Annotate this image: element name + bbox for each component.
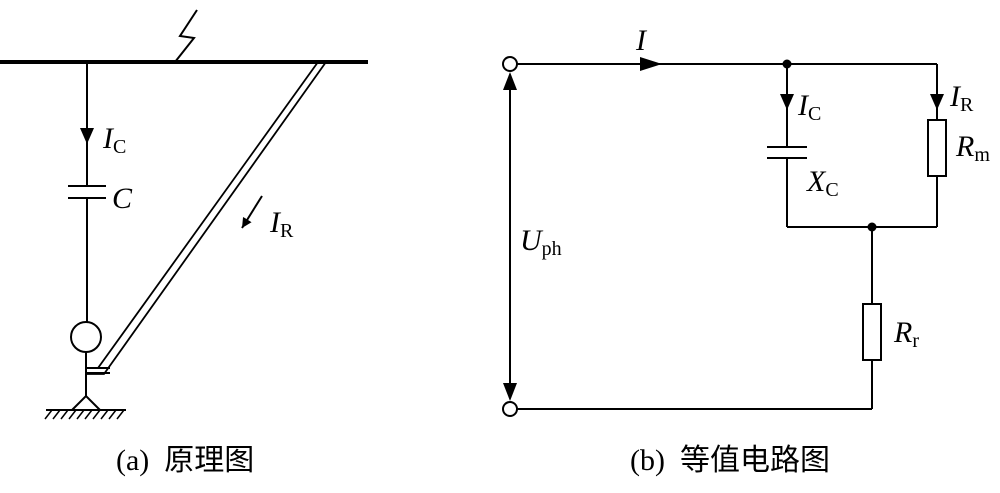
lightning-icon [174,9,198,63]
current-r-arrow [241,195,263,229]
current-c-arrow [80,128,94,144]
label-branch-current-c: IC [797,89,821,125]
voltage-arrow-down [503,383,517,401]
branch-current-c-arrow [780,94,794,110]
person-head [70,321,102,353]
label-current-r: IR [269,206,294,242]
resistor-rm [927,119,947,177]
current-total-arrow [640,57,662,71]
ground-triangle [71,394,101,411]
diagonal-conductor [86,61,327,375]
voltage-arrow-up [503,72,517,90]
terminal-bottom [502,401,518,417]
junction-dot-top [782,59,792,69]
caption-b: (b) 等值电路图 [630,444,830,477]
ground-hatch [44,409,125,420]
label-branch-current-r: IR [949,80,974,116]
label-capacitor: C [112,182,133,215]
equivalent-circuit: I IC IR XC Rm Rr Uph (b) 等值电路图 [502,24,990,477]
principle-diagram: IC C IR (a) 原理图 [0,9,368,477]
label-resistance-r: Rr [893,316,919,352]
label-current-c: IC [102,122,126,158]
caption-a: (a) 原理图 [116,444,254,477]
label-current-total: I [635,24,648,57]
label-reactance: XC [806,165,839,201]
label-resistance-m: Rm [955,130,990,166]
branch-current-r-arrow [930,94,944,110]
junction-dot-bottom [867,222,877,232]
label-voltage: Uph [520,224,562,260]
resistor-rr [862,303,882,361]
terminal-top [502,56,518,72]
